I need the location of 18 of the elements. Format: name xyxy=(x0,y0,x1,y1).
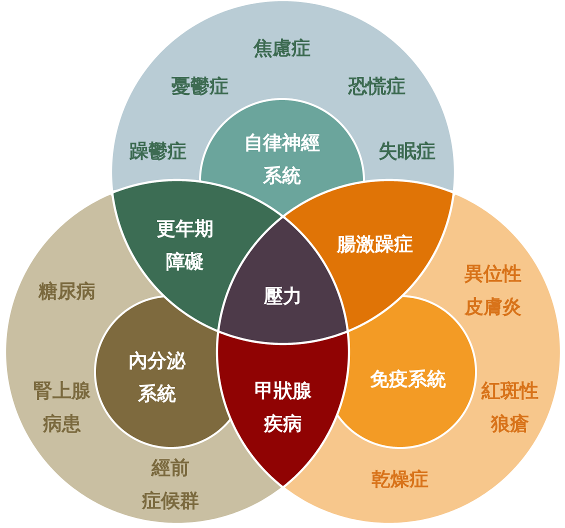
overlap-label: 腸激躁症 xyxy=(336,232,414,258)
overlap-label: 更年期障礙 xyxy=(156,217,214,275)
condition-label: 躁鬱症 xyxy=(128,140,188,164)
system-label: 內分泌系統 xyxy=(128,349,187,407)
overlap-label: 甲狀腺疾病 xyxy=(254,379,312,437)
system-label: 自律神經系統 xyxy=(243,131,321,189)
condition-label: 憂鬱症 xyxy=(170,74,230,100)
condition-label: 乾燥症 xyxy=(370,468,430,492)
condition-label: 異位性皮膚炎 xyxy=(463,262,522,320)
condition-label: 腎上腺病患 xyxy=(32,379,92,437)
condition-label: 紅斑性狼瘡 xyxy=(480,379,540,437)
condition-label: 失眠症 xyxy=(378,140,436,164)
condition-label: 焦慮症 xyxy=(252,36,312,62)
condition-label: 經前症候群 xyxy=(142,456,200,514)
overlap-label: 壓力 xyxy=(262,284,303,310)
condition-label: 恐慌症 xyxy=(347,74,406,100)
system-label: 免疫系統 xyxy=(369,368,447,392)
condition-label: 糖尿病 xyxy=(37,280,96,304)
